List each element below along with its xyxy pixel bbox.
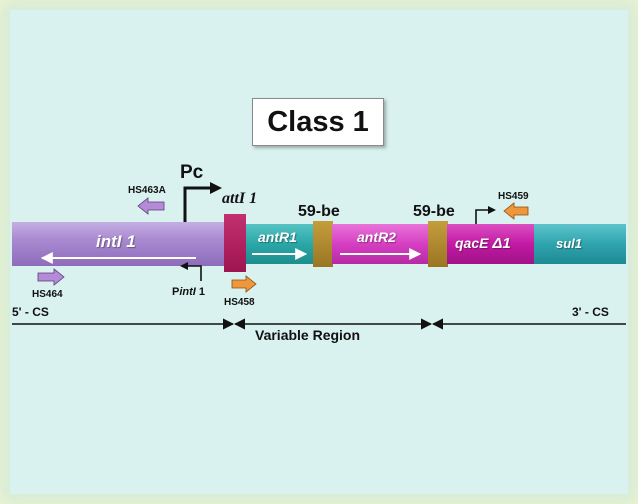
cs5-label: 5' - CS	[12, 305, 49, 319]
qacE-gene-label: qacE Δ1	[455, 235, 511, 252]
primer-hs463a-arrow	[137, 197, 165, 215]
promoter-pc-arrow	[183, 182, 222, 222]
sul1-gene-bar	[534, 224, 626, 264]
qacE-delta: Δ1	[492, 235, 511, 252]
antR1-gene-label: antR1	[258, 229, 297, 245]
be-element-right	[428, 221, 448, 267]
att-site-block	[224, 214, 246, 272]
att-site-label: attI 1	[222, 190, 258, 207]
primer-hs459-label: HS459	[498, 191, 529, 202]
promoter-pintl-label: PintI 1	[172, 286, 205, 298]
promoter-pc-label: Pc	[180, 162, 204, 183]
be-left-label: 59-be	[298, 203, 340, 220]
be-right-label: 59-be	[413, 203, 455, 220]
variable-region-label: Variable Region	[255, 327, 361, 343]
promoter-pintl-arrow	[180, 262, 202, 281]
primer-hs464-arrow	[37, 268, 65, 286]
diagram-title: Class 1	[252, 98, 384, 146]
primer-hs463a-label: HS463A	[128, 185, 166, 196]
pintl-italic: intI	[179, 286, 196, 298]
pintl-suffix: 1	[195, 286, 206, 298]
intl-gene-label: intI 1	[96, 232, 136, 251]
primer-hs464-label: HS464	[32, 289, 63, 300]
promoter-qacE-arrow	[475, 206, 496, 224]
qacE-gene-name: qacE	[455, 235, 493, 251]
pintl-prefix: P	[172, 286, 180, 298]
primer-hs458-label: HS458	[224, 297, 255, 308]
sul1-gene-label: sul1	[556, 236, 583, 251]
qacE-gene-bar	[447, 224, 535, 264]
antR2-gene-label: antR2	[357, 229, 396, 245]
primer-hs458-arrow	[231, 275, 257, 293]
be-element-left	[313, 221, 333, 267]
cs3-label: 3' - CS	[572, 305, 609, 319]
primer-hs459-arrow	[503, 202, 529, 220]
